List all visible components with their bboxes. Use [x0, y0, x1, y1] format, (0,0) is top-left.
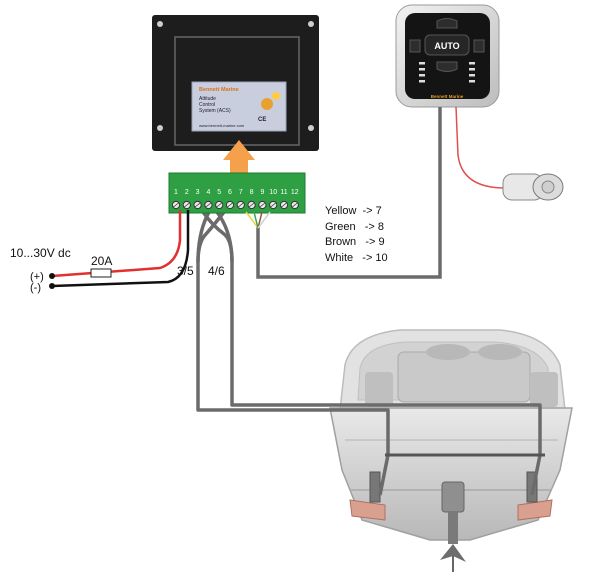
terminal-number: 4: [206, 189, 210, 196]
terminal-number: 11: [280, 189, 287, 196]
wire-label-right: 4/6: [208, 264, 225, 278]
terminal-screw-slot: [173, 202, 179, 208]
controller-label-3: System (ACS): [199, 108, 231, 114]
power-wiring: [51, 210, 190, 288]
keypad-brand: Bennett Marine: [431, 94, 464, 99]
led-indicators-left: [419, 62, 425, 83]
terminal-screw-slot: [227, 202, 233, 208]
connector-plug-icon: [541, 180, 555, 194]
keypad-colored-wires: [245, 211, 271, 229]
led-indicator: [469, 68, 475, 71]
arrow-up-icon: [223, 140, 255, 175]
control-keypad: AUTO Bennett Marine: [395, 4, 500, 108]
terminal-number: 2: [185, 189, 189, 196]
terminal-number: 9: [260, 189, 264, 196]
led-indicator: [419, 62, 425, 65]
positive-label: (+): [30, 271, 44, 283]
mapping-item: Brown -> 9: [325, 236, 385, 248]
label-logo-icon: [261, 98, 273, 110]
terminal-screw-slot: [270, 202, 276, 208]
auto-button[interactable]: [424, 34, 470, 56]
keypad-connector-cable: [455, 106, 564, 201]
terminal-number: 7: [239, 189, 243, 196]
terminal-screw-slot: [238, 202, 244, 208]
terminal-number: 6: [228, 189, 232, 196]
auto-button-label: AUTO: [434, 41, 459, 51]
fuse-label: 20A: [91, 254, 112, 268]
negative-label: (-): [30, 282, 41, 294]
led-indicator: [469, 74, 475, 77]
controller-label-2: Control: [199, 102, 215, 108]
terminal-number: 3: [196, 189, 200, 196]
led-indicator: [419, 68, 425, 71]
starboard-button[interactable]: [473, 39, 485, 53]
fuse-icon: [90, 268, 112, 278]
terminal-holes: [171, 200, 299, 210]
bow-down-button[interactable]: [436, 61, 458, 72]
led-indicator: [469, 80, 475, 83]
wire-label-left: 3/5: [177, 264, 194, 278]
led-indicator: [419, 74, 425, 77]
terminal-screw-slot: [292, 202, 298, 208]
terminal-screw-slot: [184, 202, 190, 208]
terminal-number: 5: [217, 189, 221, 196]
terminal-screw-slot: [259, 202, 266, 208]
led-indicator: [469, 62, 475, 65]
terminal-number: 10: [269, 189, 277, 196]
led-indicator: [419, 80, 425, 83]
terminal-screw-slot: [216, 202, 222, 208]
terminal-screw-slot: [281, 202, 287, 208]
terminal-number: 8: [250, 189, 254, 196]
keypad-cable: [256, 107, 442, 279]
led-indicators-right: [469, 62, 475, 83]
mapping-item: White -> 10: [325, 252, 388, 264]
label-logo-dot-icon: [272, 92, 280, 100]
controller-label-1: Attitude: [199, 96, 216, 102]
controller-ce-mark: CE: [258, 117, 266, 123]
boat-illustration: [329, 329, 573, 572]
mapping-item: Green -> 8: [325, 221, 384, 233]
controller-url: www.bennett-marine.com: [199, 123, 245, 128]
acs-controller: Bennett Marine Attitude Control System (…: [152, 15, 319, 175]
mapping-item: Yellow -> 7: [325, 205, 382, 217]
terminal-screw-slot: [248, 202, 255, 208]
controller-brand: Bennett Marine: [199, 87, 239, 93]
port-button[interactable]: [409, 39, 421, 53]
terminal-screw-slot: [205, 202, 212, 208]
color-mapping-list: Yellow -> 7 Green -> 8 Brown -> 9 White …: [325, 205, 388, 264]
trim-tab-harness: [196, 210, 542, 496]
voltage-label: 10...30V dc: [10, 246, 71, 260]
terminal-screw-slot: [194, 202, 201, 208]
positive-terminal-icon: [49, 273, 55, 279]
terminal-number: 12: [291, 189, 299, 196]
terminal-number: 1: [174, 189, 178, 196]
negative-terminal-icon: [49, 283, 55, 289]
bow-up-button[interactable]: [436, 18, 458, 29]
